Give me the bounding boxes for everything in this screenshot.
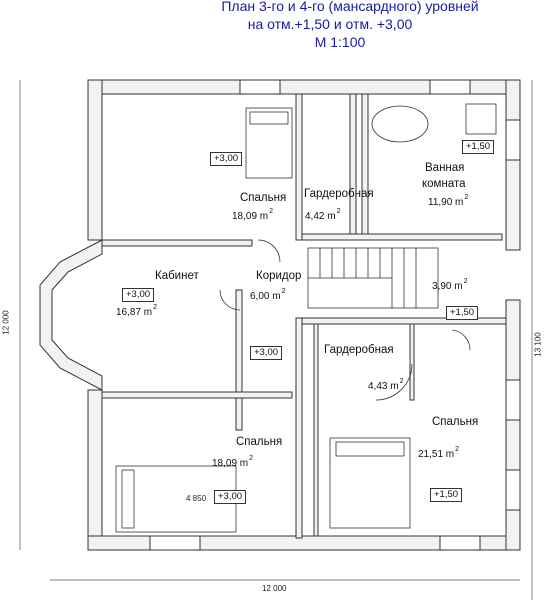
level-bedroom-left: +3,00 xyxy=(214,490,247,504)
area-wardrobe-right: 4,43 m2 xyxy=(368,378,404,392)
room-office: Кабинет xyxy=(155,270,199,282)
area-wardrobe-top: 4,42 m2 xyxy=(305,208,341,222)
area-office: 16,87 m2 xyxy=(116,304,158,318)
area-stairs: 3,90 m2 xyxy=(432,278,468,292)
area-corridor: 6,00 m2 xyxy=(250,288,286,302)
staircase xyxy=(307,247,439,309)
dimension-lines xyxy=(19,80,533,600)
dimension-right: 13 100 xyxy=(533,332,543,357)
title-line-1: План 3-го и 4-го (мансардного) уровней xyxy=(221,0,479,14)
title-line-2: на отм.+1,50 и отм. +3,00 xyxy=(247,16,413,32)
title-line-3: М 1:100 xyxy=(314,34,366,50)
area-bedroom-right: 21,51 m2 xyxy=(418,446,460,460)
room-bedroom-right: Спальня xyxy=(432,416,479,428)
level-bedroom-right: +1,50 xyxy=(430,488,463,502)
dimension-left: 12 000 xyxy=(1,310,11,335)
level-corridor: +3,00 xyxy=(250,346,283,360)
bathtub xyxy=(371,103,497,143)
room-bedroom-left: Спальня xyxy=(236,436,283,448)
area-bathroom: 11,90 m2 xyxy=(428,194,469,208)
windows xyxy=(149,79,521,551)
room-wardrobe-top: Гардеробная xyxy=(304,188,374,200)
room-wardrobe-right: Гардеробная xyxy=(324,344,394,356)
doors xyxy=(219,239,471,401)
room-bathroom-line2: комната xyxy=(422,178,466,190)
area-bedroom-top: 18,09 m2 xyxy=(232,208,274,222)
room-bedroom-top: Спальня xyxy=(240,192,287,204)
dimension-bottom: 12 000 xyxy=(262,584,287,593)
dimension-4850: 4 850 xyxy=(186,494,207,503)
level-bathroom: +1,50 xyxy=(462,140,495,154)
level-stairs: +1,50 xyxy=(446,306,479,320)
level-office: +3,00 xyxy=(122,288,155,302)
level-bedroom-top: +3,00 xyxy=(210,152,243,166)
inner-walls xyxy=(101,93,507,539)
area-bedroom-left: 18,09 m2 xyxy=(212,455,254,469)
beds xyxy=(115,107,411,533)
room-bathroom-line1: Ванная xyxy=(425,162,465,174)
room-corridor: Коридор xyxy=(256,270,302,282)
